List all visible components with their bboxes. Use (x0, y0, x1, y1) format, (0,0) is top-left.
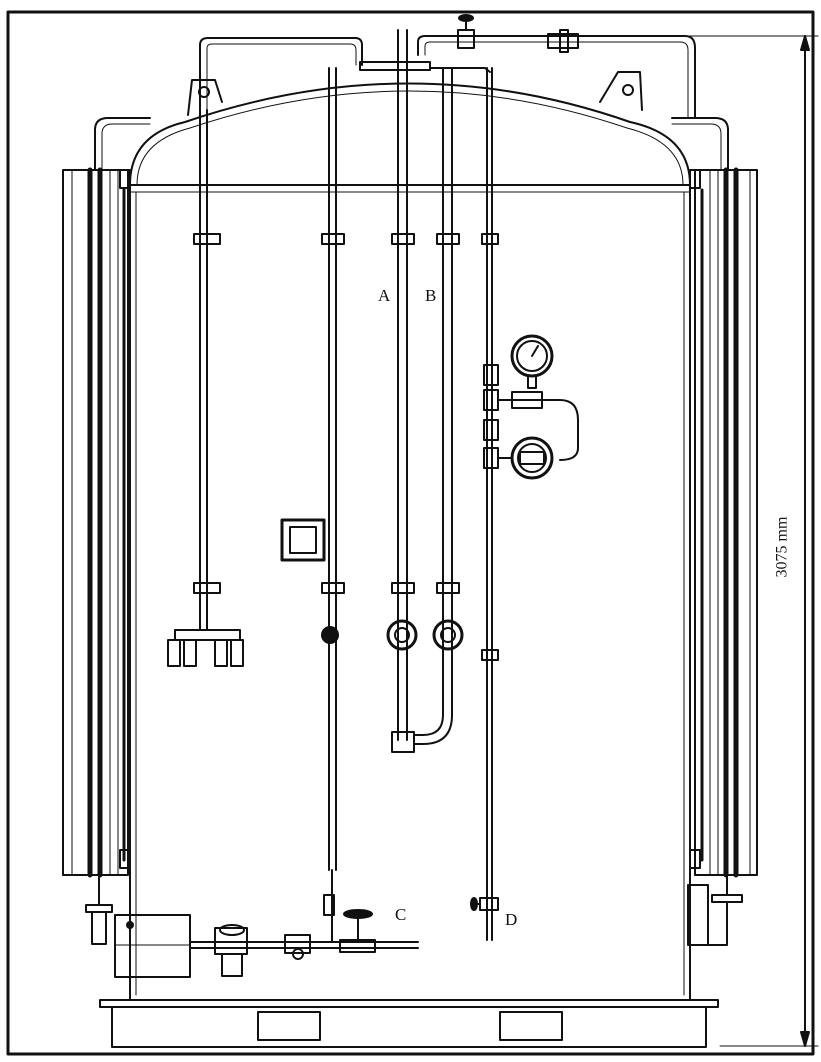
label-b: B (425, 286, 437, 305)
tank-body (129, 82, 691, 1001)
vaporizer-right (671, 117, 758, 946)
drawing-border (6, 10, 815, 1056)
label-a: A (378, 286, 391, 305)
bottom-piping (114, 869, 419, 978)
pressure-gauge-assembly (483, 334, 579, 480)
level-gauge-box (280, 518, 326, 562)
label-c: C (395, 905, 407, 924)
height-dimension-line (687, 35, 819, 1047)
pipe-b (413, 67, 464, 745)
dimension-label: 3075 mm (773, 516, 791, 578)
vaporizer-left (62, 117, 151, 945)
pipe-2 (321, 67, 345, 916)
pipe-a (386, 29, 418, 753)
top-piping (199, 14, 696, 119)
label-d: D (505, 910, 518, 929)
pipe-manifold-left (167, 109, 244, 667)
pipe-d (470, 67, 499, 941)
base-frame (99, 999, 719, 1048)
lifting-lugs (187, 71, 643, 116)
